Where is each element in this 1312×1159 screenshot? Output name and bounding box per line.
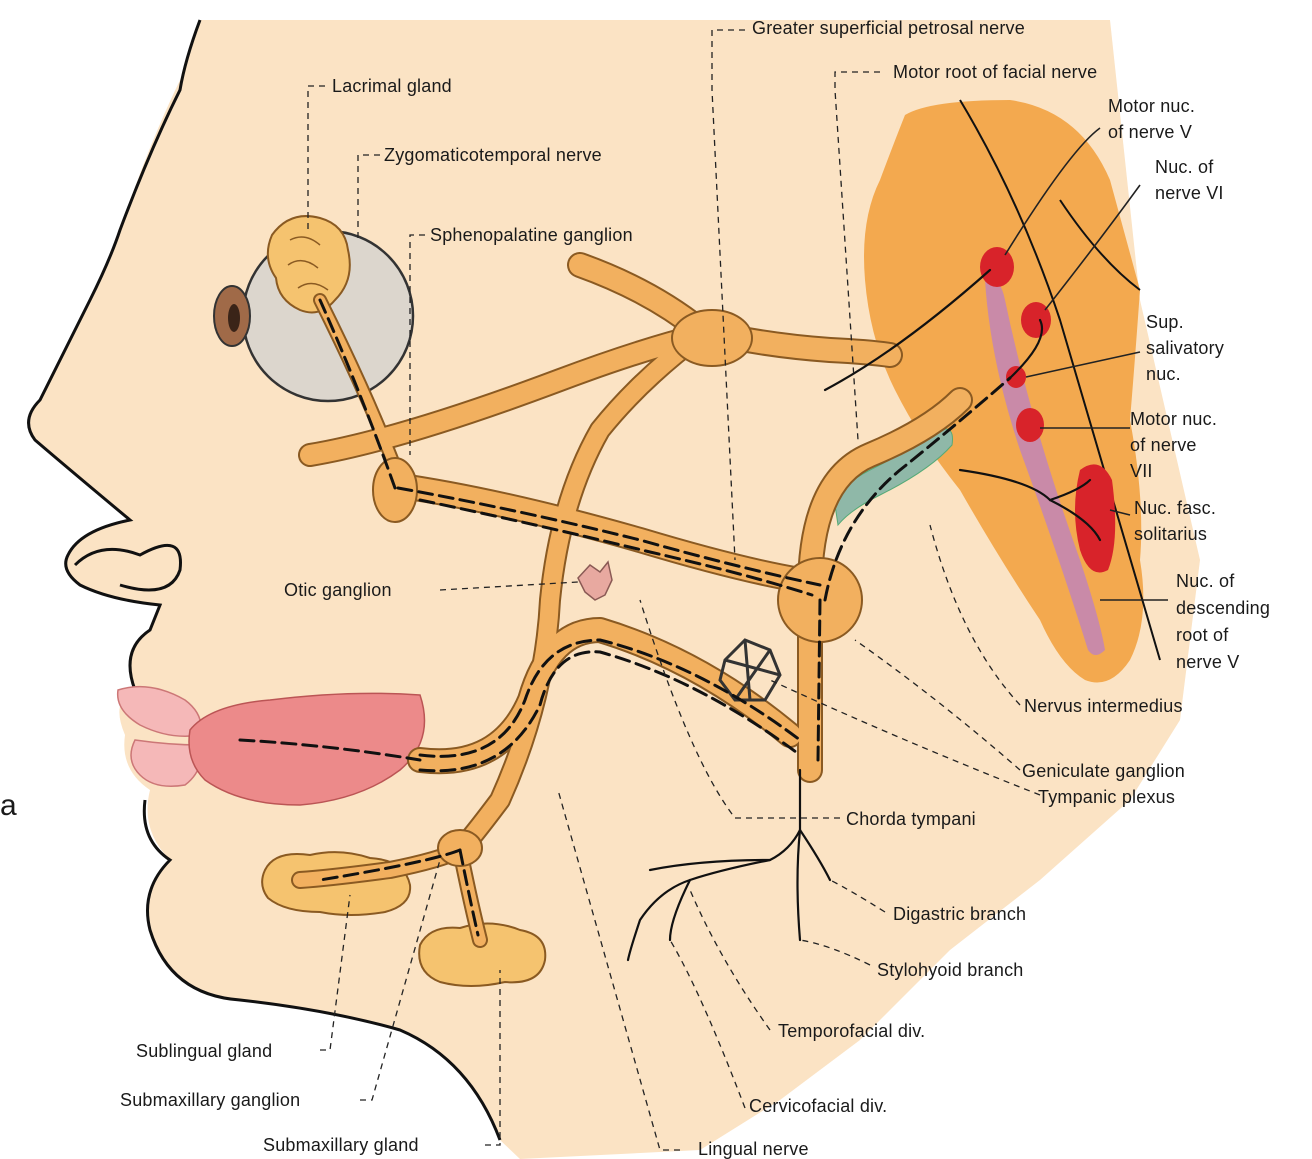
label-nuc-vi-2: nerve VI — [1155, 183, 1224, 203]
label-motor-nuc-v-2: of nerve V — [1108, 122, 1192, 142]
label-submaxillary-gland: Submaxillary gland — [263, 1135, 419, 1155]
label-tympanic-plexus: Tympanic plexus — [1038, 787, 1175, 807]
label-zygomaticotemporal: Zygomaticotemporal nerve — [384, 145, 602, 165]
label-nervus-intermedius: Nervus intermedius — [1024, 696, 1183, 716]
label-cervicofacial-div: Cervicofacial div. — [749, 1096, 887, 1116]
label-nuc-fasc-1: Nuc. fasc. — [1134, 498, 1216, 518]
label-greater-superficial-petrosal: Greater superficial petrosal nerve — [752, 18, 1025, 38]
label-motor-nuc-vii-2: of nerve — [1130, 435, 1197, 455]
label-digastric-branch: Digastric branch — [893, 904, 1026, 924]
label-nuc-desc-4: nerve V — [1176, 652, 1239, 672]
label-chorda-tympani: Chorda tympani — [846, 809, 976, 829]
label-sphenopalatine: Sphenopalatine ganglion — [430, 225, 633, 245]
motor-nucleus-v — [980, 247, 1014, 287]
label-motor-nuc-vii-1: Motor nuc. — [1130, 409, 1217, 429]
label-motor-nuc-v-1: Motor nuc. — [1108, 96, 1195, 116]
label-temporofacial-div: Temporofacial div. — [778, 1021, 925, 1041]
label-lingual-nerve: Lingual nerve — [698, 1139, 809, 1159]
label-nuc-desc-1: Nuc. of — [1176, 571, 1235, 591]
label-sup-sal-1: Sup. — [1146, 312, 1184, 332]
label-nuc-fasc-2: solitarius — [1134, 524, 1207, 544]
label-lacrimal-gland: Lacrimal gland — [332, 76, 452, 96]
label-nuc-desc-3: root of — [1176, 625, 1229, 645]
label-stylohyoid-branch: Stylohyoid branch — [877, 960, 1024, 980]
label-nuc-vi-1: Nuc. of — [1155, 157, 1214, 177]
label-sublingual-gland: Sublingual gland — [136, 1041, 272, 1061]
label-submaxillary-ganglion: Submaxillary ganglion — [120, 1090, 300, 1110]
motor-nucleus-vii — [1016, 408, 1044, 442]
label-sup-sal-3: nuc. — [1146, 364, 1181, 384]
label-motor-nuc-vii-3: VII — [1130, 461, 1153, 481]
label-geniculate-ganglion: Geniculate ganglion — [1022, 761, 1185, 781]
label-motor-root-facial: Motor root of facial nerve — [893, 62, 1097, 82]
label-sup-sal-2: salivatory — [1146, 338, 1224, 358]
figure-letter: a — [0, 789, 17, 822]
label-nuc-desc-2: descending — [1176, 598, 1270, 618]
label-otic-ganglion: Otic ganglion — [284, 580, 392, 600]
